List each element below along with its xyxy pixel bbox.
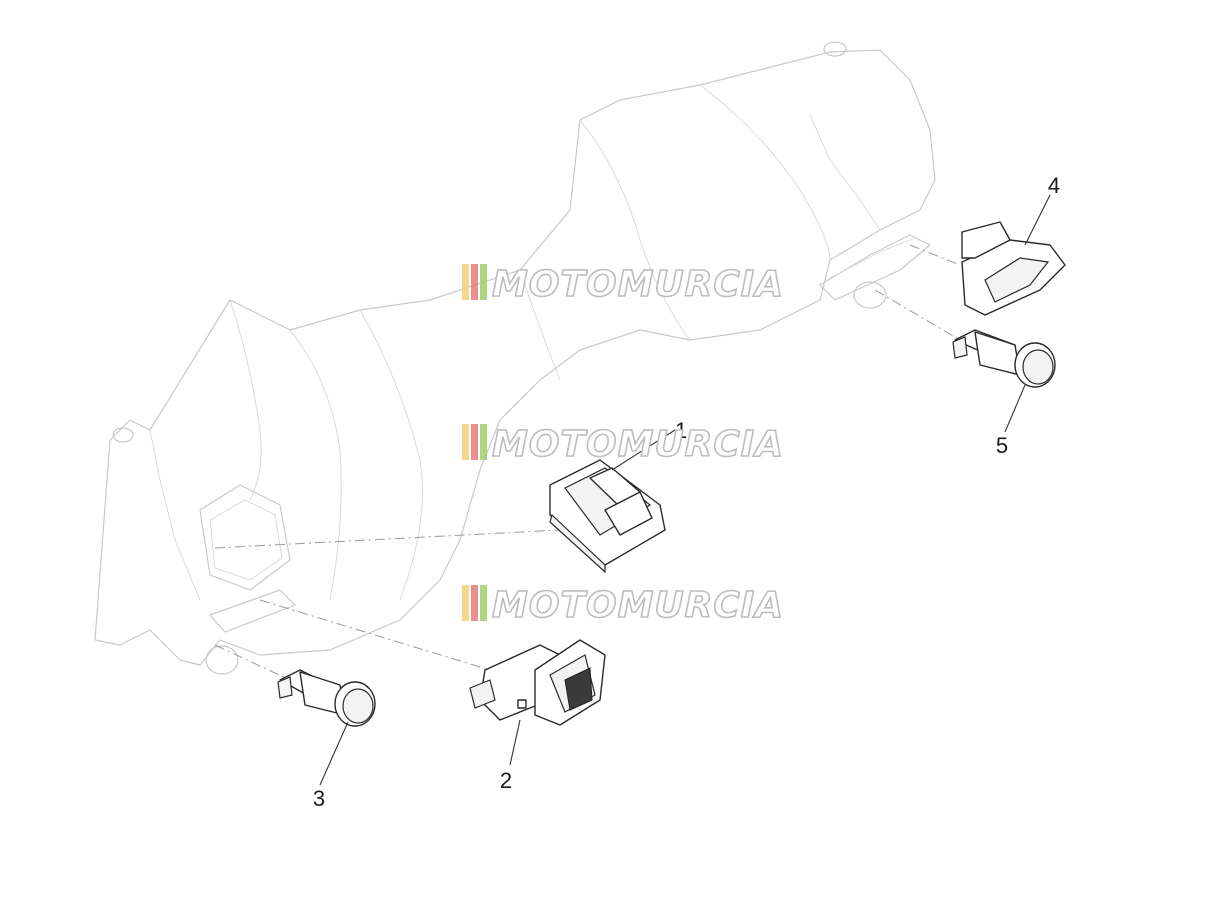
callout-4: 4	[1048, 173, 1060, 198]
part-4-switch-frame[interactable]	[961, 221, 1066, 316]
watermark-stripe	[462, 264, 469, 300]
callout-3: 3	[313, 786, 325, 811]
leader-1	[611, 429, 676, 471]
watermark-stripe	[471, 264, 478, 300]
handlebar-housing	[94, 41, 936, 675]
watermark-bottom: MOTOMURCIA	[462, 584, 784, 627]
part-3-push-button[interactable]	[277, 669, 376, 727]
watermark-stripe	[471, 424, 478, 460]
part-2-switch-with-frame[interactable]	[469, 639, 606, 726]
watermark-top: MOTOMURCIA	[462, 263, 784, 306]
part-5-push-button[interactable]	[952, 329, 1056, 388]
assembly-guide-lines	[214, 244, 961, 681]
callout-2: 2	[500, 768, 512, 793]
watermark-stripe	[462, 424, 469, 460]
watermark-text: MOTOMURCIA	[492, 264, 784, 305]
part-1-rocker-switch[interactable]	[549, 459, 666, 574]
watermark-stripe	[480, 264, 487, 300]
leader-4	[1024, 194, 1051, 246]
leader-3	[319, 721, 349, 786]
callout-5: 5	[996, 433, 1008, 458]
watermark-text: MOTOMURCIA	[492, 585, 784, 626]
callout-leaders	[319, 194, 1051, 786]
callout-labels: 1 2 3 4 5	[313, 173, 1060, 811]
leader-2	[509, 719, 521, 766]
leader-5	[1004, 384, 1026, 433]
watermark-stripe	[462, 585, 469, 621]
watermark-stripe	[471, 585, 478, 621]
watermark-stripe	[480, 585, 487, 621]
callout-1: 1	[675, 418, 687, 443]
watermark-stripe	[480, 424, 487, 460]
watermark-text: MOTOMURCIA	[492, 424, 784, 465]
watermark-middle: MOTOMURCIA	[462, 423, 784, 466]
